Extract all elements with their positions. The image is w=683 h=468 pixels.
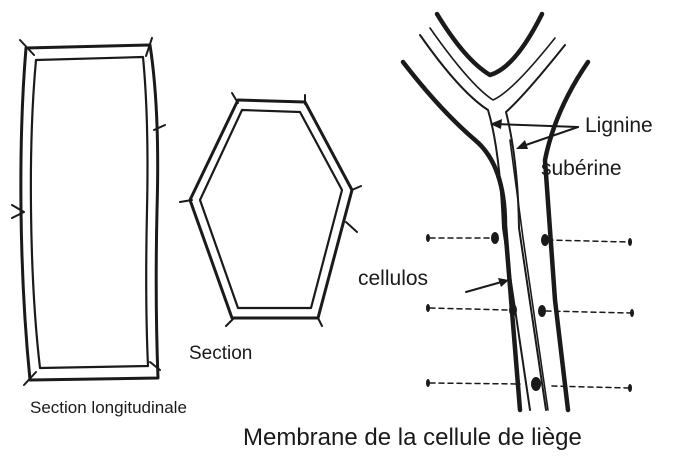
- longitudinal-cell: [12, 38, 165, 385]
- diagram-caption: Membrane de la cellule de liège: [243, 426, 582, 450]
- label-section: Section: [189, 344, 252, 363]
- membrane-diagram: [403, 14, 630, 410]
- label-section-longitudinale: Section longitudinale: [30, 399, 187, 416]
- label-cellulos: cellulos: [358, 268, 428, 289]
- hexagonal-cell: [180, 93, 361, 326]
- label-suberine: subérine: [541, 158, 622, 179]
- label-lignine: Lignine: [585, 115, 653, 136]
- lignine-arrow: [494, 124, 578, 127]
- cellulos-arrow: [466, 281, 505, 292]
